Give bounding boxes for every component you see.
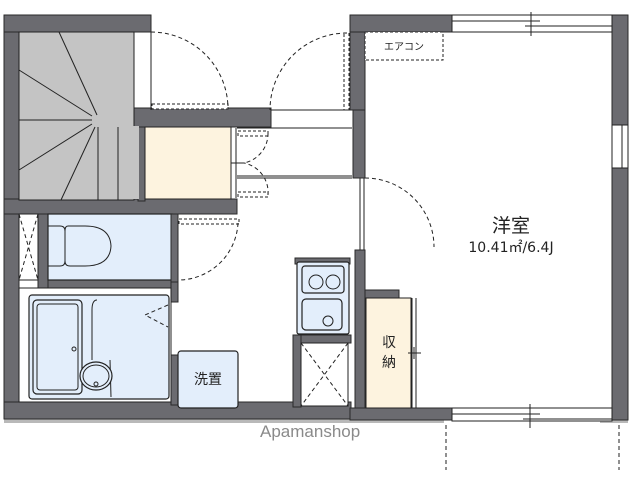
bottom-window — [451, 404, 613, 428]
kitchen — [294, 257, 351, 335]
aircon-label: エアコン — [384, 42, 424, 53]
watermark: Apamanshop — [260, 422, 360, 441]
side-window — [611, 124, 629, 169]
closet-label-2: 納 — [382, 355, 396, 371]
aircon: エアコン — [364, 31, 444, 61]
right-walls — [349, 14, 629, 421]
entrance-door[interactable] — [150, 31, 229, 110]
top-window — [451, 12, 613, 36]
closet: 収 納 — [365, 297, 421, 409]
western-room-area: 10.41㎡/6.4J — [468, 240, 553, 256]
shoe-storage — [144, 126, 232, 200]
toilet-side-space — [18, 213, 39, 281]
bathroom — [18, 287, 172, 403]
laundry-label: 洗置 — [194, 372, 222, 388]
burner-1-icon — [308, 274, 324, 290]
drain-icon — [322, 315, 334, 327]
burner-2-icon — [325, 274, 341, 290]
sink — [301, 298, 343, 331]
hall-door[interactable] — [269, 32, 350, 111]
room-door[interactable] — [359, 177, 435, 250]
laundry-space: 洗置 — [177, 350, 239, 409]
corridor — [231, 127, 352, 198]
fridge-space — [300, 342, 349, 407]
western-room-name: 洋室 — [492, 215, 530, 237]
washbasin-icon — [79, 361, 113, 391]
toilet-room — [37, 213, 240, 289]
bathtub — [32, 299, 83, 395]
base-line — [4, 418, 444, 423]
toilet-bowl-icon — [64, 225, 112, 267]
staircase — [18, 31, 139, 201]
closet-label-1: 収 — [382, 335, 396, 351]
